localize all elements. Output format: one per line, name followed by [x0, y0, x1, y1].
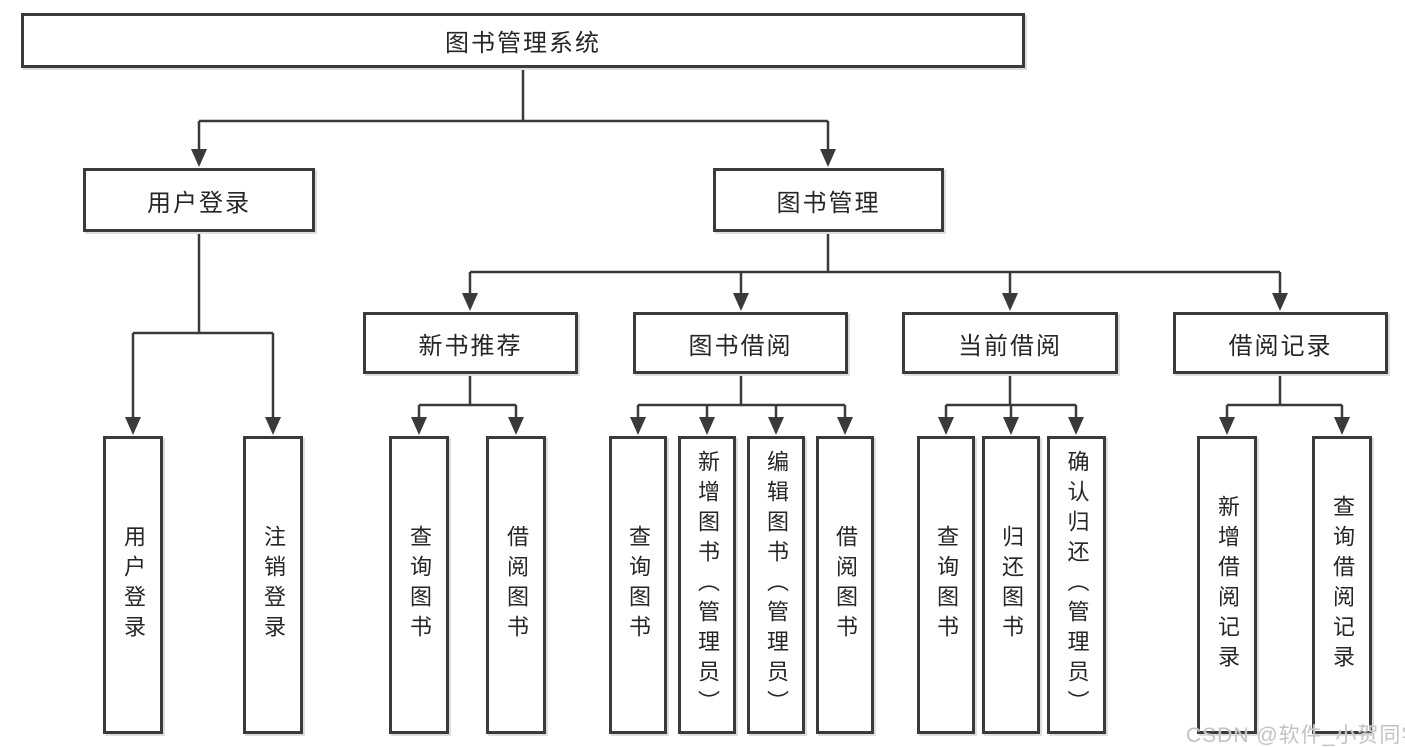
- node-root: 图书管理系统: [21, 13, 1025, 68]
- leaf-newbook-query-books: 查询图书: [389, 436, 449, 734]
- connector-root-to-level2: [197, 68, 830, 151]
- csdn-watermark: CSDN @软件_小贺同学: [1186, 724, 1405, 747]
- node-current-borrow: 当前借阅: [902, 312, 1118, 374]
- connector-currentborrow-to-leaves: [944, 374, 1078, 419]
- connector-userlogin-to-leaves: [131, 232, 275, 419]
- connector-borrowrecord-to-leaves: [1225, 374, 1344, 419]
- leaf-return-books: 归还图书: [982, 436, 1040, 734]
- node-user-login: 用户登录: [83, 168, 315, 232]
- leaf-borrow-books: 借阅图书: [816, 436, 874, 734]
- connector-bookborrow-to-leaves: [636, 374, 847, 419]
- leaf-borrow-query-books: 查询图书: [609, 436, 667, 734]
- connector-bookmgmt-to-level3: [468, 232, 1282, 295]
- node-new-book-recommend: 新书推荐: [363, 312, 578, 374]
- connector-paths: [131, 68, 1344, 419]
- node-book-borrow: 图书借阅: [633, 312, 848, 374]
- leaf-user-login: 用户登录: [103, 436, 163, 734]
- node-borrow-records: 借阅记录: [1173, 312, 1388, 374]
- leaf-edit-book-admin: 编辑图书（管理员）: [747, 436, 805, 734]
- leaf-query-borrow-record: 查询借阅记录: [1312, 436, 1372, 734]
- leaf-logout: 注销登录: [243, 436, 303, 734]
- connector-newbook-to-leaves: [417, 374, 518, 419]
- leaf-add-book-admin: 新增图书（管理员）: [678, 436, 736, 734]
- leaf-newbook-borrow-books: 借阅图书: [486, 436, 546, 734]
- node-book-management: 图书管理: [713, 168, 944, 232]
- leaf-current-query-books: 查询图书: [917, 436, 975, 734]
- leaf-add-borrow-record: 新增借阅记录: [1197, 436, 1257, 734]
- leaf-confirm-return-admin: 确认归还（管理员）: [1047, 436, 1106, 734]
